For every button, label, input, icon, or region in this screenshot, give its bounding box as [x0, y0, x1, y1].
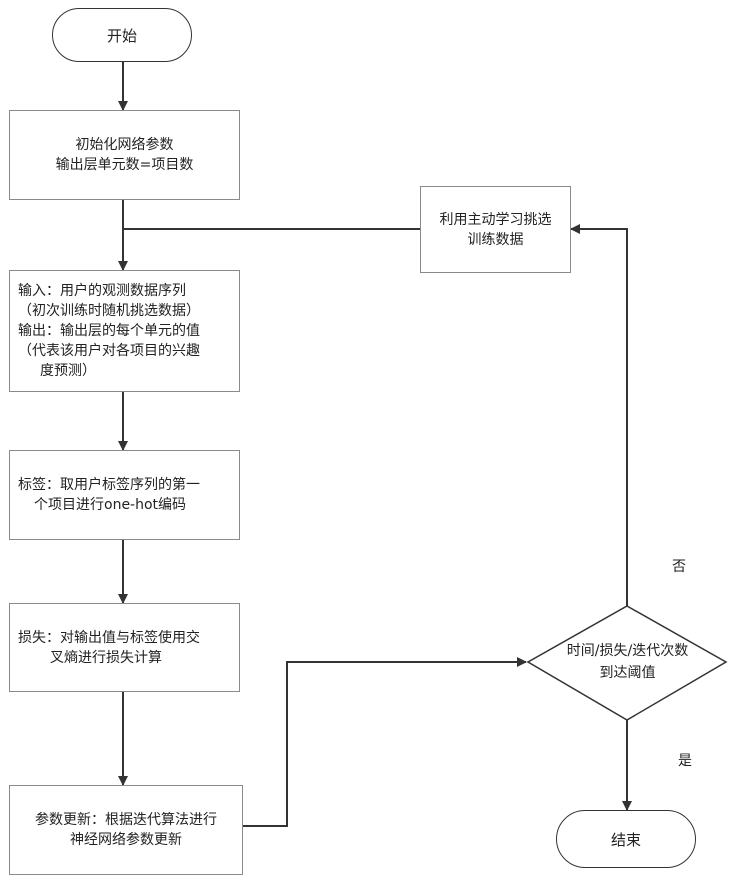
io-line1: 输入：用户的观测数据序列	[18, 281, 231, 301]
arrow-update-to-decision	[243, 662, 526, 826]
label-line1: 标签：取用户标签序列的第一	[18, 475, 231, 495]
input-output-box: 输入：用户的观测数据序列 （初次训练时随机挑选数据） 输出：输出层的每个单元的值…	[9, 270, 240, 392]
arrow-decision-no-to-active	[571, 229, 627, 606]
end-terminal: 结束	[556, 810, 696, 868]
decision-line2: 到达阈值	[600, 662, 656, 684]
param-update-box: 参数更新：根据迭代算法进行 神经网络参数更新	[9, 785, 243, 875]
io-line5: 度预测）	[18, 361, 231, 381]
active-learning-box: 利用主动学习挑选 训练数据	[420, 186, 571, 273]
decision-label: 时间/损失/迭代次数 到达阈值	[540, 636, 715, 688]
no-label: 否	[672, 556, 686, 576]
io-line2: （初次训练时随机挑选数据）	[18, 301, 231, 321]
start-terminal: 开始	[52, 8, 192, 62]
update-line2: 神经网络参数更新	[70, 830, 182, 850]
active-line1: 利用主动学习挑选	[440, 210, 552, 230]
start-label: 开始	[107, 25, 137, 46]
yes-label: 是	[678, 750, 692, 770]
loss-box: 损失：对输出值与标签使用交 叉熵进行损失计算	[9, 603, 240, 692]
label-encoding-box: 标签：取用户标签序列的第一 个项目进行one-hot编码	[9, 450, 240, 540]
active-line2: 训练数据	[468, 230, 524, 250]
label-line2: 个项目进行one-hot编码	[18, 495, 231, 515]
init-params-box: 初始化网络参数 输出层单元数=项目数	[9, 110, 240, 200]
end-label: 结束	[611, 829, 641, 850]
loss-line2: 叉熵进行损失计算	[18, 648, 231, 668]
init-line2: 输出层单元数=项目数	[56, 155, 194, 175]
loss-line1: 损失：对输出值与标签使用交	[18, 628, 231, 648]
io-line4: （代表该用户对各项目的兴趣	[18, 341, 231, 361]
init-line1: 初始化网络参数	[76, 135, 174, 155]
decision-line1: 时间/损失/迭代次数	[567, 640, 688, 662]
update-line1: 参数更新：根据迭代算法进行	[35, 810, 217, 830]
io-line3: 输出：输出层的每个单元的值	[18, 321, 231, 341]
